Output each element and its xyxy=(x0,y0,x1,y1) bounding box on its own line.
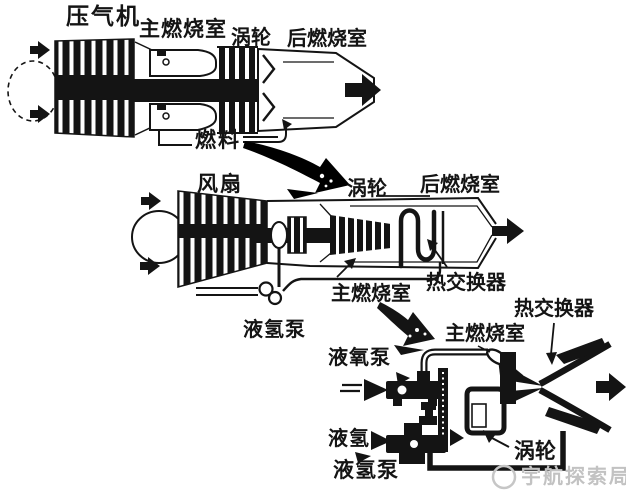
exhaust-flow-arrow-icon xyxy=(345,74,381,106)
label-turbofan-lh2-pump: 液氢泵 xyxy=(243,317,306,341)
label-turbofan-heat-exchanger: 热交换器 xyxy=(426,270,506,294)
lh2-pump xyxy=(386,423,446,464)
fuel-piping xyxy=(196,248,442,296)
lox-inlet-arrow-icon xyxy=(340,379,388,401)
exhaust-flow-arrow-icon xyxy=(596,373,626,401)
afterburner-casing xyxy=(257,47,375,133)
label-rocket-main-combustor: 主燃烧室 xyxy=(445,321,525,345)
heat-exchanger-pointer xyxy=(546,352,557,365)
label-turbofan-main-combustor: 主燃烧室 xyxy=(331,281,411,305)
transition-arrow-icon xyxy=(377,302,435,355)
pump-shaft xyxy=(438,368,448,452)
label-rocket-lh2-pump: 液氢泵 xyxy=(333,458,399,482)
turbojet-engine-drawing xyxy=(7,38,381,146)
label-turbojet-turbine: 涡轮 xyxy=(231,25,271,49)
turbofan-engine-drawing xyxy=(131,190,524,306)
fan-section xyxy=(178,191,267,287)
fuel-arrow-tip xyxy=(282,119,292,130)
combustion-chamber-upper xyxy=(149,49,217,77)
turbine-pointer xyxy=(483,430,496,443)
label-turbojet-afterburner: 后燃烧室 xyxy=(287,26,367,50)
pump-fitting xyxy=(267,290,283,306)
inlet-flow-arrow-icon xyxy=(30,105,50,123)
inlet-flow-arrow-icon xyxy=(30,41,50,59)
lh2-inlet-arrow-icon xyxy=(355,431,391,463)
label-turbojet-fuel: 燃料 xyxy=(195,128,241,152)
core-turbine-cone xyxy=(330,215,391,255)
turbine-housing-loop xyxy=(464,386,507,436)
engine-shaft xyxy=(134,79,258,102)
inlet-flow-arrow-icon xyxy=(141,192,161,210)
label-turbofan-fan: 风扇 xyxy=(197,172,243,196)
heat-exchanger-coil xyxy=(398,208,437,269)
watermark-logo-icon xyxy=(491,464,517,490)
bypass-and-afterburner-casing xyxy=(266,196,497,270)
turbine-stage-bars xyxy=(217,46,258,134)
label-rocket-heat-exchanger: 热交换器 xyxy=(514,296,594,320)
pump-fitting xyxy=(258,281,274,297)
gearbox-drum xyxy=(287,216,307,254)
label-turbojet-main-combustor: 主燃烧室 xyxy=(139,17,227,41)
nozzle-throat xyxy=(511,369,543,386)
label-rocket-lox-pump: 液氧泵 xyxy=(328,345,391,369)
compressor-section xyxy=(55,39,134,137)
exhaust-flow-arrow-icon xyxy=(492,218,524,244)
transition-arrow-icon xyxy=(243,141,350,199)
label-turbojet-compressor: 压气机 xyxy=(66,4,141,30)
watermark-text: 宇航探索局 xyxy=(521,464,626,488)
label-rocket-lh2: 液氢 xyxy=(328,426,370,450)
main-combustor-pointer xyxy=(344,258,356,269)
internal-flow-arrow-icon xyxy=(450,429,464,446)
rocket-engine-drawing xyxy=(340,322,626,471)
combustion-chamber-lower xyxy=(149,103,217,131)
pump-interstage xyxy=(419,402,437,425)
label-rocket-turbine: 涡轮 xyxy=(514,439,556,463)
label-turbofan-afterburner: 后燃烧室 xyxy=(420,172,500,196)
label-turbofan-turbine: 涡轮 xyxy=(347,176,387,200)
lox-pump xyxy=(386,371,447,406)
heat-exchanger-pointer xyxy=(427,239,438,251)
flame-holder xyxy=(262,54,276,122)
turbine-valve xyxy=(471,403,487,428)
nozzle-bell-lower xyxy=(538,387,612,433)
shaft-pump-fitting xyxy=(270,221,288,249)
lox-feed-pipe xyxy=(420,348,488,381)
